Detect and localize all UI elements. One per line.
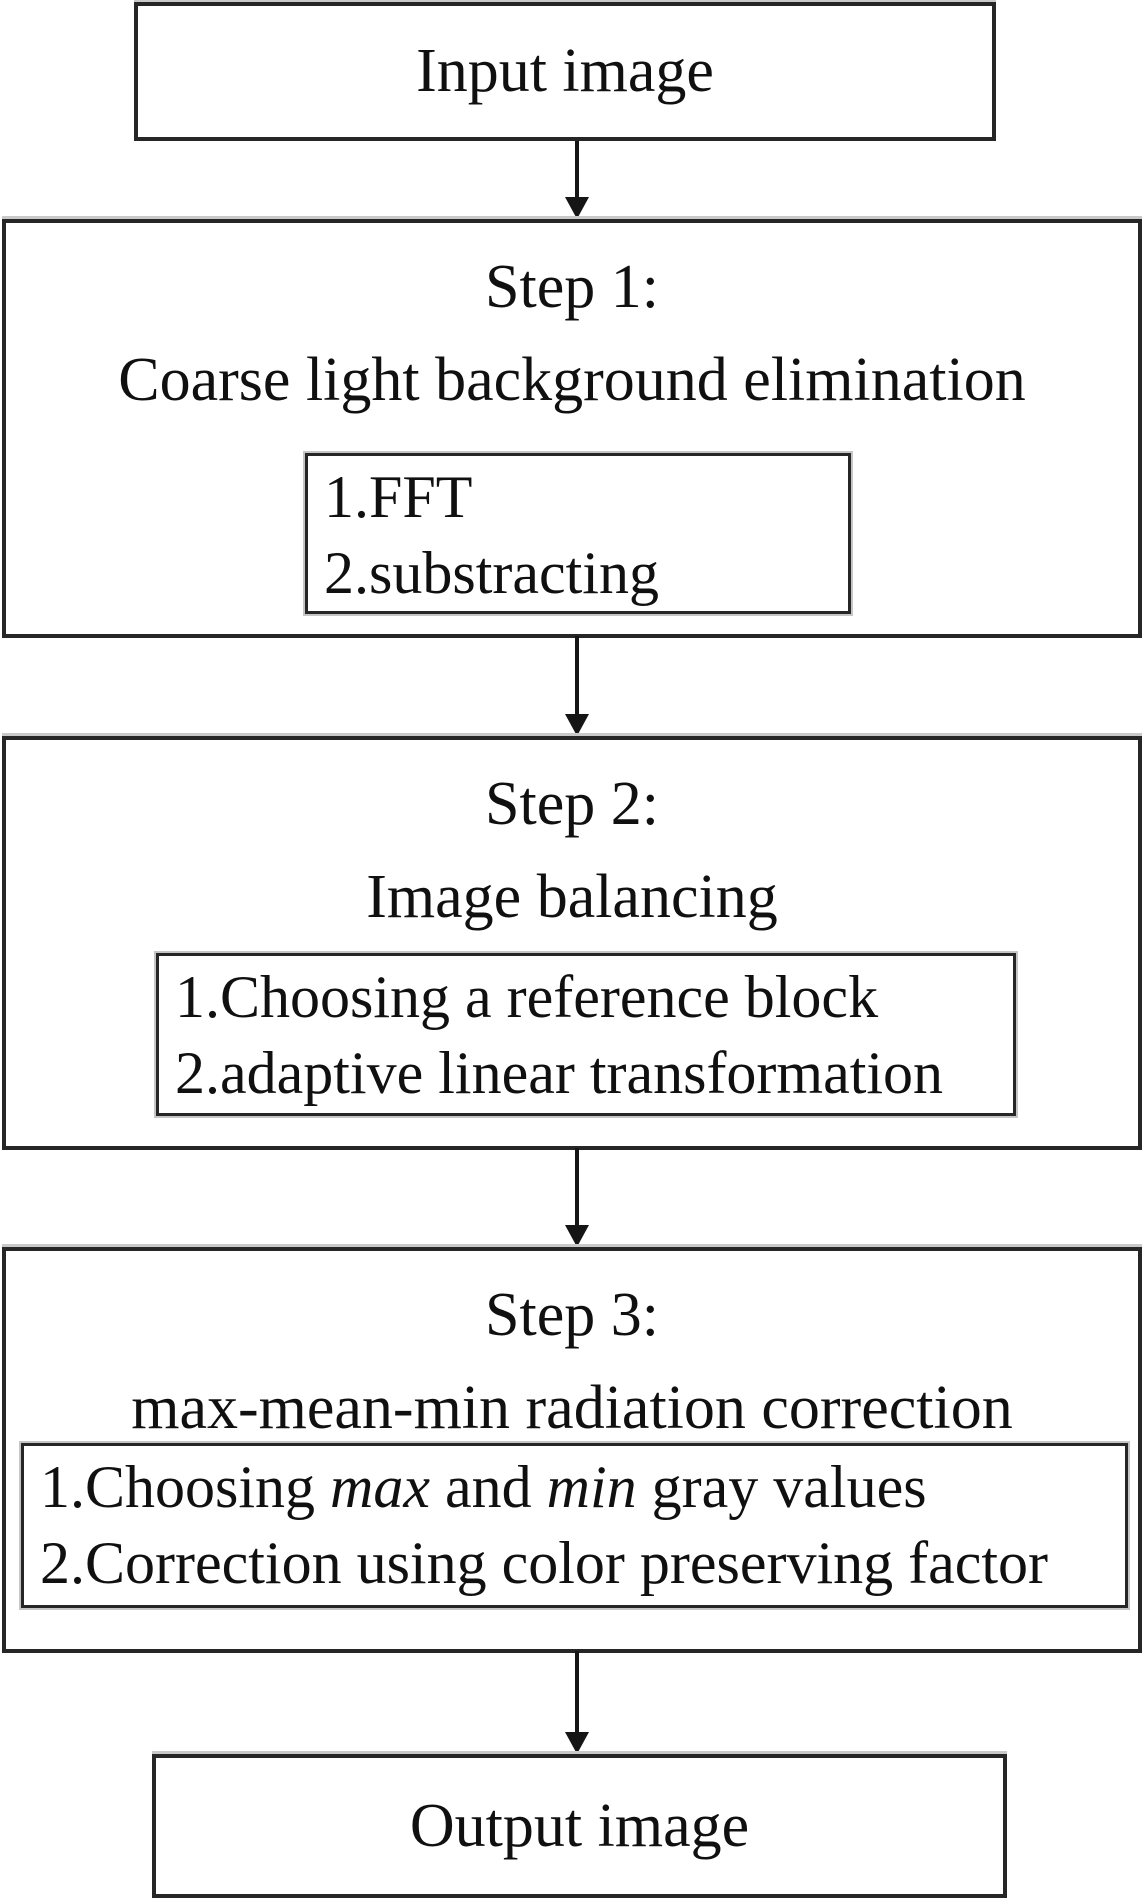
flow-arrow-step2-to-step3	[563, 1148, 591, 1247]
step1-title-line: Step 1:	[485, 253, 659, 321]
step2-substeps-box: 1.Choosing a reference block 2.adaptive …	[156, 953, 1016, 1116]
arrow-shaft	[575, 636, 579, 716]
step2-title: Step 2: Image balancing	[6, 740, 1138, 944]
substep-line: 2.Correction using color preserving fact…	[40, 1530, 1049, 1596]
input-image-label: Input image	[416, 37, 714, 105]
step2-subtitle: Image balancing	[366, 863, 778, 931]
step1-subtitle: Coarse light background elimination	[118, 346, 1026, 414]
substep-line: 1.Choosing a reference block	[175, 964, 879, 1030]
substep-line: 2.substracting	[324, 540, 659, 606]
step3-title-line: Step 3:	[485, 1281, 659, 1349]
step1-substeps-box: 1.FFT 2.substracting	[305, 453, 851, 614]
flow-arrow-step1-to-step2	[563, 636, 591, 736]
node-input-image: Input image	[134, 2, 996, 141]
step1-title: Step 1: Coarse light background eliminat…	[6, 223, 1138, 427]
substep-line: 1.FFT	[324, 464, 473, 530]
down-arrowhead-icon	[565, 1225, 589, 1247]
step3-subtitle: max-mean-min radiation correction	[131, 1374, 1013, 1442]
output-image-label: Output image	[409, 1791, 750, 1860]
step3-title: Step 3: max-mean-min radiation correctio…	[6, 1251, 1138, 1455]
down-arrowhead-icon	[565, 714, 589, 736]
flow-arrow-input-to-step1	[563, 141, 591, 219]
node-output-image: Output image	[152, 1754, 1007, 1898]
substep-line: 2.adaptive linear transformation	[175, 1040, 944, 1106]
substep-line: 1.Choosing max and min gray values	[40, 1454, 927, 1520]
down-arrowhead-icon	[565, 1732, 589, 1754]
flow-arrow-step3-to-output	[563, 1651, 591, 1754]
arrow-shaft	[575, 141, 579, 199]
step2-title-line: Step 2:	[485, 770, 659, 838]
down-arrowhead-icon	[565, 197, 589, 219]
step3-substeps-box: 1.Choosing max and min gray values 2.Cor…	[21, 1443, 1128, 1608]
arrow-shaft	[575, 1148, 579, 1227]
arrow-shaft	[575, 1651, 579, 1734]
